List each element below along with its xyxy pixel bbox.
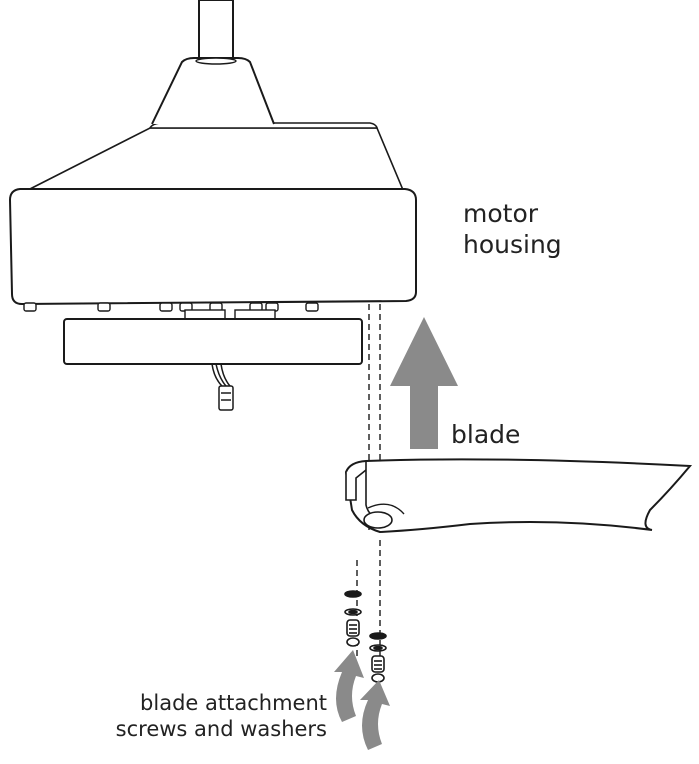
motor-housing-top	[23, 57, 405, 193]
motor-housing-label: motor housing	[463, 198, 562, 260]
screws-label-line1: blade attachment	[140, 691, 327, 715]
wire-connector	[211, 363, 234, 411]
screws-label-line2: screws and washers	[115, 717, 327, 741]
motor-housing-label-line2: housing	[463, 230, 562, 259]
blade-label: blade	[451, 420, 521, 449]
curved-up-arrow-icon	[334, 650, 390, 750]
motor-housing-label-line1: motor	[463, 199, 539, 228]
fan-blade	[344, 458, 693, 534]
screws-label: blade attachment screws and washers	[105, 690, 327, 742]
screws-and-washers	[344, 590, 387, 683]
up-arrow-icon	[390, 317, 458, 449]
motor-housing	[8, 188, 417, 320]
switch-housing-plate	[63, 318, 363, 365]
downrod	[198, 0, 234, 63]
